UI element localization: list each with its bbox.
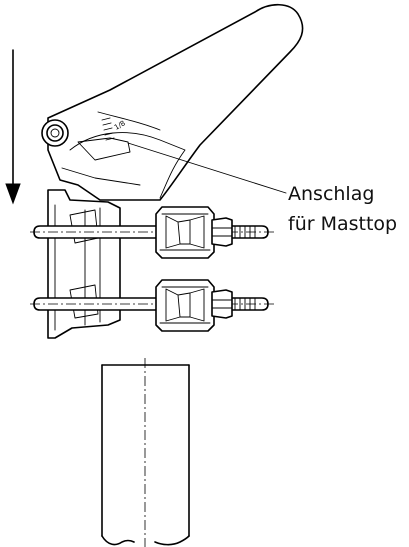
upper-clamp-jaw — [155, 206, 215, 259]
annotation-line-1: Anschlag — [288, 183, 374, 205]
annotation-line-2: für Masttop — [288, 213, 397, 235]
downward-arrow-icon — [5, 49, 21, 205]
pivot-pin — [41, 119, 69, 147]
mast-tube — [101, 358, 190, 547]
lower-clamp-jaw — [155, 279, 215, 332]
upper-nut — [211, 217, 233, 247]
lower-threaded-rod — [30, 297, 275, 311]
lower-nut — [211, 289, 233, 319]
mast-top-stop-lever: 1/8 — [47, 3, 304, 201]
clamp-bracket — [47, 189, 121, 339]
leader-line — [127, 142, 287, 194]
scale-ticks — [101, 117, 115, 141]
upper-threaded-rod — [30, 225, 275, 239]
annotation: Anschlag für Masttop — [288, 183, 397, 235]
